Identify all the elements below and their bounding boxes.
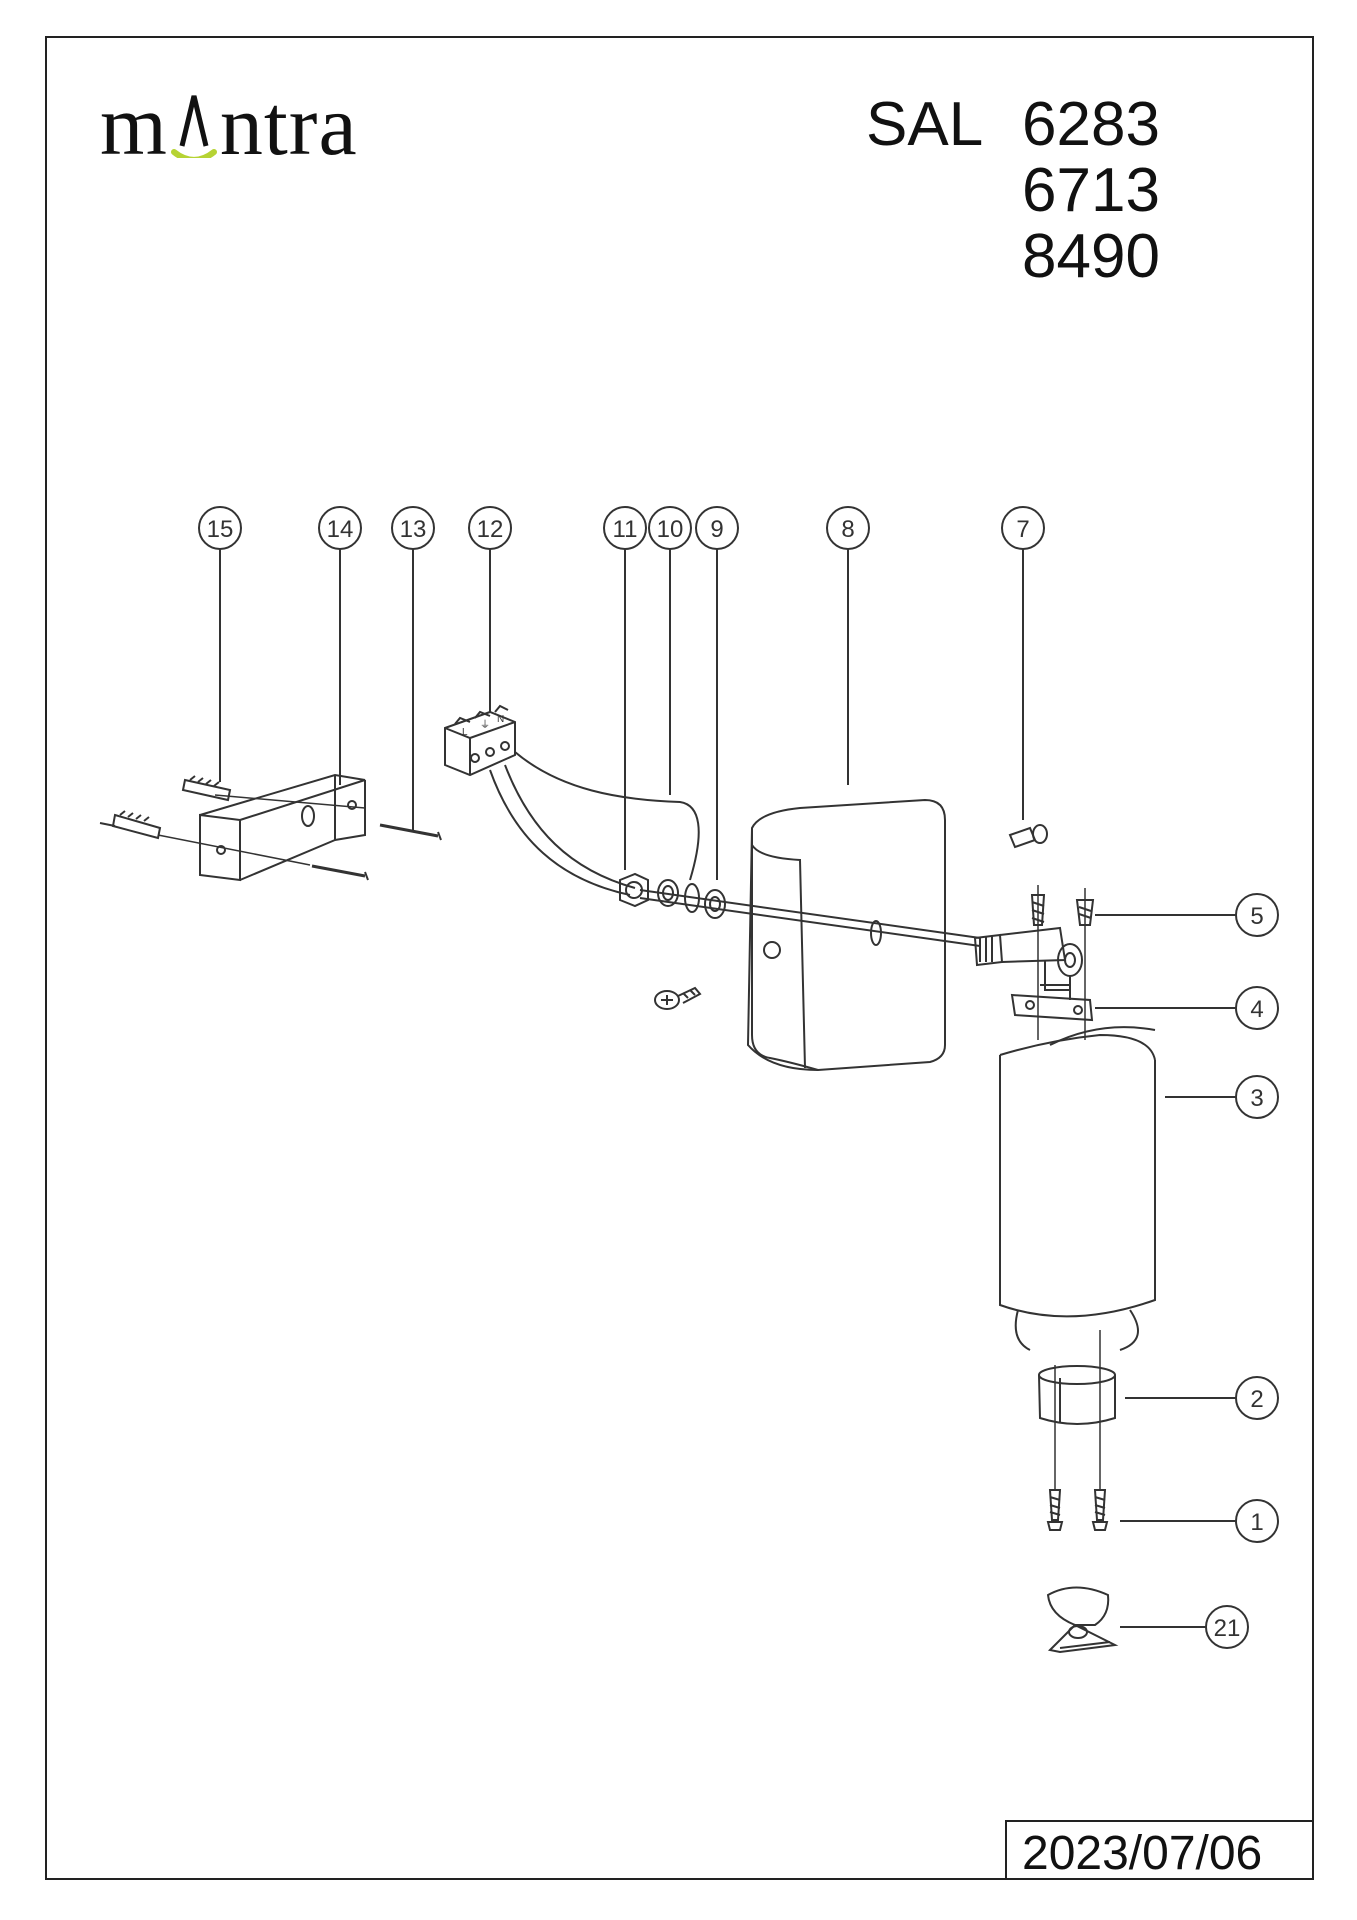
- svg-text:1: 1: [1250, 1509, 1263, 1536]
- callout-5: 5: [1095, 893, 1279, 937]
- callout-13: 13: [391, 506, 435, 830]
- brand-logo-text-m: m: [100, 77, 168, 173]
- callout-1: 1: [1120, 1499, 1279, 1543]
- svg-text:11: 11: [613, 516, 638, 543]
- brand-logo-mark: [168, 94, 220, 158]
- callout-14: 14: [318, 506, 362, 785]
- grub-screw: [1008, 824, 1048, 849]
- callout-15: 15: [198, 506, 242, 782]
- svg-text:21: 21: [1214, 1615, 1241, 1642]
- page-border: [45, 36, 1314, 1880]
- brand-logo-text-rest: ntra: [219, 77, 358, 173]
- svg-text:15: 15: [207, 516, 234, 543]
- mounting-plate: [1010, 984, 1094, 1022]
- model-number: 8490: [1022, 222, 1160, 291]
- plate-screw: [1030, 885, 1046, 1040]
- svg-text:9: 9: [710, 516, 723, 543]
- svg-text:12: 12: [477, 516, 504, 543]
- svg-text:13: 13: [400, 516, 427, 543]
- callout-2: 2: [1125, 1376, 1279, 1420]
- svg-text:2: 2: [1250, 1386, 1263, 1413]
- svg-text:14: 14: [327, 516, 354, 543]
- series-name: SAL: [866, 90, 984, 159]
- bulb: [1046, 1586, 1119, 1654]
- svg-text:4: 4: [1250, 996, 1263, 1023]
- wall-bracket: [199, 773, 366, 882]
- wires: [489, 751, 700, 896]
- plate-screw: [1075, 888, 1095, 1040]
- terminal-block: L ⏚ N: [444, 704, 516, 777]
- callout-9: 9: [695, 506, 739, 880]
- svg-text:8: 8: [841, 516, 854, 543]
- bracket-screw: [214, 794, 442, 841]
- model-number: 6283: [1022, 90, 1160, 159]
- callout-4: 4: [1095, 986, 1279, 1030]
- svg-text:N: N: [497, 714, 504, 725]
- threaded-rod: [639, 889, 981, 947]
- wall-plug: [99, 810, 162, 840]
- callout-10: 10: [648, 506, 692, 795]
- canopy-box: [746, 798, 946, 1072]
- callout-7: 7: [1001, 506, 1045, 820]
- lamp-shade: [999, 1026, 1156, 1351]
- callout-11: 11: [603, 506, 647, 870]
- revision-date: 2023/07/06: [1022, 1827, 1263, 1880]
- svg-text:3: 3: [1250, 1085, 1263, 1112]
- callout-21: 21: [1120, 1605, 1249, 1649]
- holder-screw: [1091, 1330, 1109, 1531]
- svg-text:⏚: ⏚: [480, 719, 490, 731]
- swivel-joint: [973, 926, 1083, 991]
- lamp-holder: [1038, 1365, 1116, 1425]
- earth-washer: [684, 883, 726, 919]
- bracket-screw: [157, 834, 369, 881]
- callout-12: 12: [468, 506, 512, 712]
- date-box: [1005, 1820, 1314, 1880]
- svg-text:7: 7: [1016, 516, 1029, 543]
- brand-logo: m ntra: [100, 82, 358, 168]
- callout-8: 8: [826, 506, 870, 785]
- holder-screw: [1046, 1365, 1064, 1531]
- svg-text:L: L: [462, 727, 468, 738]
- canopy-screw: [654, 986, 702, 1010]
- wall-plug: [181, 775, 232, 802]
- svg-text:10: 10: [657, 516, 684, 543]
- callout-3: 3: [1165, 1075, 1279, 1119]
- model-number: 6713: [1022, 156, 1160, 225]
- svg-text:5: 5: [1250, 903, 1263, 930]
